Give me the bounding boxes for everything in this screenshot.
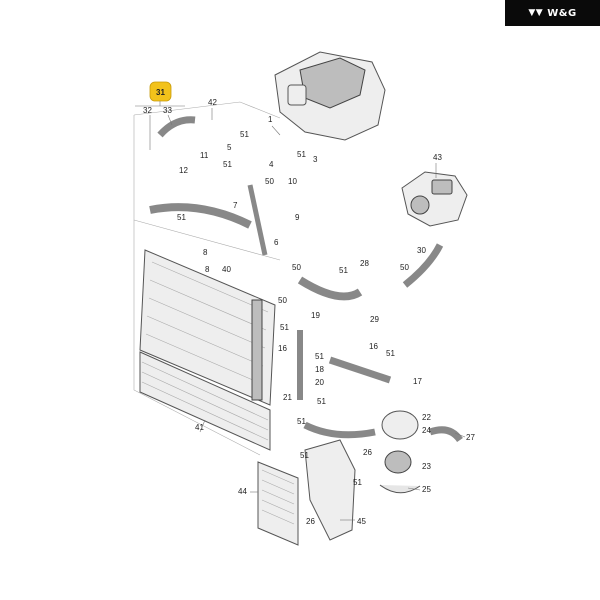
label-40: 40 (222, 265, 231, 274)
label-51f: 51 (280, 323, 289, 332)
leader-lines (149, 108, 466, 521)
label-3: 3 (313, 155, 318, 164)
label-20: 20 (315, 378, 324, 387)
label-33: 33 (163, 106, 172, 115)
radiator-part (139, 249, 276, 406)
label-7: 7 (233, 201, 238, 210)
label-51b: 51 (297, 150, 306, 159)
label-44: 44 (238, 487, 247, 496)
label-29: 29 (370, 315, 379, 324)
label-21: 21 (283, 393, 292, 402)
label-19: 19 (311, 311, 320, 320)
label-43: 43 (433, 153, 442, 162)
brand-text: W&G (547, 7, 577, 19)
label-26b: 26 (306, 517, 315, 526)
label-11: 11 (200, 151, 209, 160)
label-51a: 51 (240, 130, 249, 139)
diagram-frame (133, 101, 281, 456)
label-51l: 51 (300, 451, 309, 460)
label-51j: 51 (297, 417, 306, 426)
cooler-part (257, 461, 299, 546)
expansion-tank-part (379, 410, 421, 494)
label-51c: 51 (223, 160, 232, 169)
label-50d: 50 (278, 296, 287, 305)
bracket-part (304, 439, 356, 541)
label-50a: 50 (265, 177, 274, 186)
label-51e: 51 (339, 266, 348, 275)
label-9: 9 (295, 213, 300, 222)
label-17: 17 (413, 377, 422, 386)
coolant-pump-part (401, 171, 468, 227)
label-10: 10 (288, 177, 297, 186)
label-24: 24 (422, 426, 431, 435)
label-51k: 51 (353, 478, 362, 487)
label-5: 5 (227, 143, 232, 152)
callout-31[interactable]: 31 (135, 81, 185, 107)
label-51g: 51 (315, 352, 324, 361)
callout-31-label: 31 (156, 88, 165, 97)
label-18: 18 (315, 365, 324, 374)
aux-radiator-part (139, 351, 271, 451)
label-8a: 8 (203, 248, 208, 257)
engine-block-part (274, 51, 386, 141)
coolant-hoses (149, 116, 463, 443)
label-50c: 50 (400, 263, 409, 272)
label-4: 4 (269, 160, 274, 169)
label-30: 30 (417, 246, 426, 255)
label-50b: 50 (292, 263, 301, 272)
label-51h: 51 (386, 349, 395, 358)
label-42: 42 (208, 98, 217, 107)
label-45: 45 (357, 517, 366, 526)
label-12: 12 (179, 166, 188, 175)
label-28: 28 (360, 259, 369, 268)
label-1: 1 (268, 115, 273, 124)
label-23: 23 (422, 462, 431, 471)
label-51d: 51 (177, 213, 186, 222)
label-8b: 8 (205, 265, 210, 274)
label-6: 6 (274, 238, 279, 247)
brand-badge: ▼▼ W&G (505, 0, 600, 26)
label-16: 16 (278, 344, 287, 353)
label-41: 41 (195, 423, 204, 432)
label-26: 26 (363, 448, 372, 457)
label-32: 32 (143, 106, 152, 115)
label-51i: 51 (317, 397, 326, 406)
label-27: 27 (466, 433, 475, 442)
vw-logo-icon: ▼▼ (528, 8, 544, 18)
part-labels: 32 33 42 1 51 3 5 51 11 51 12 4 50 10 9 … (143, 98, 475, 526)
label-16b: 16 (369, 342, 378, 351)
label-22: 22 (422, 413, 431, 422)
label-25: 25 (422, 485, 431, 494)
